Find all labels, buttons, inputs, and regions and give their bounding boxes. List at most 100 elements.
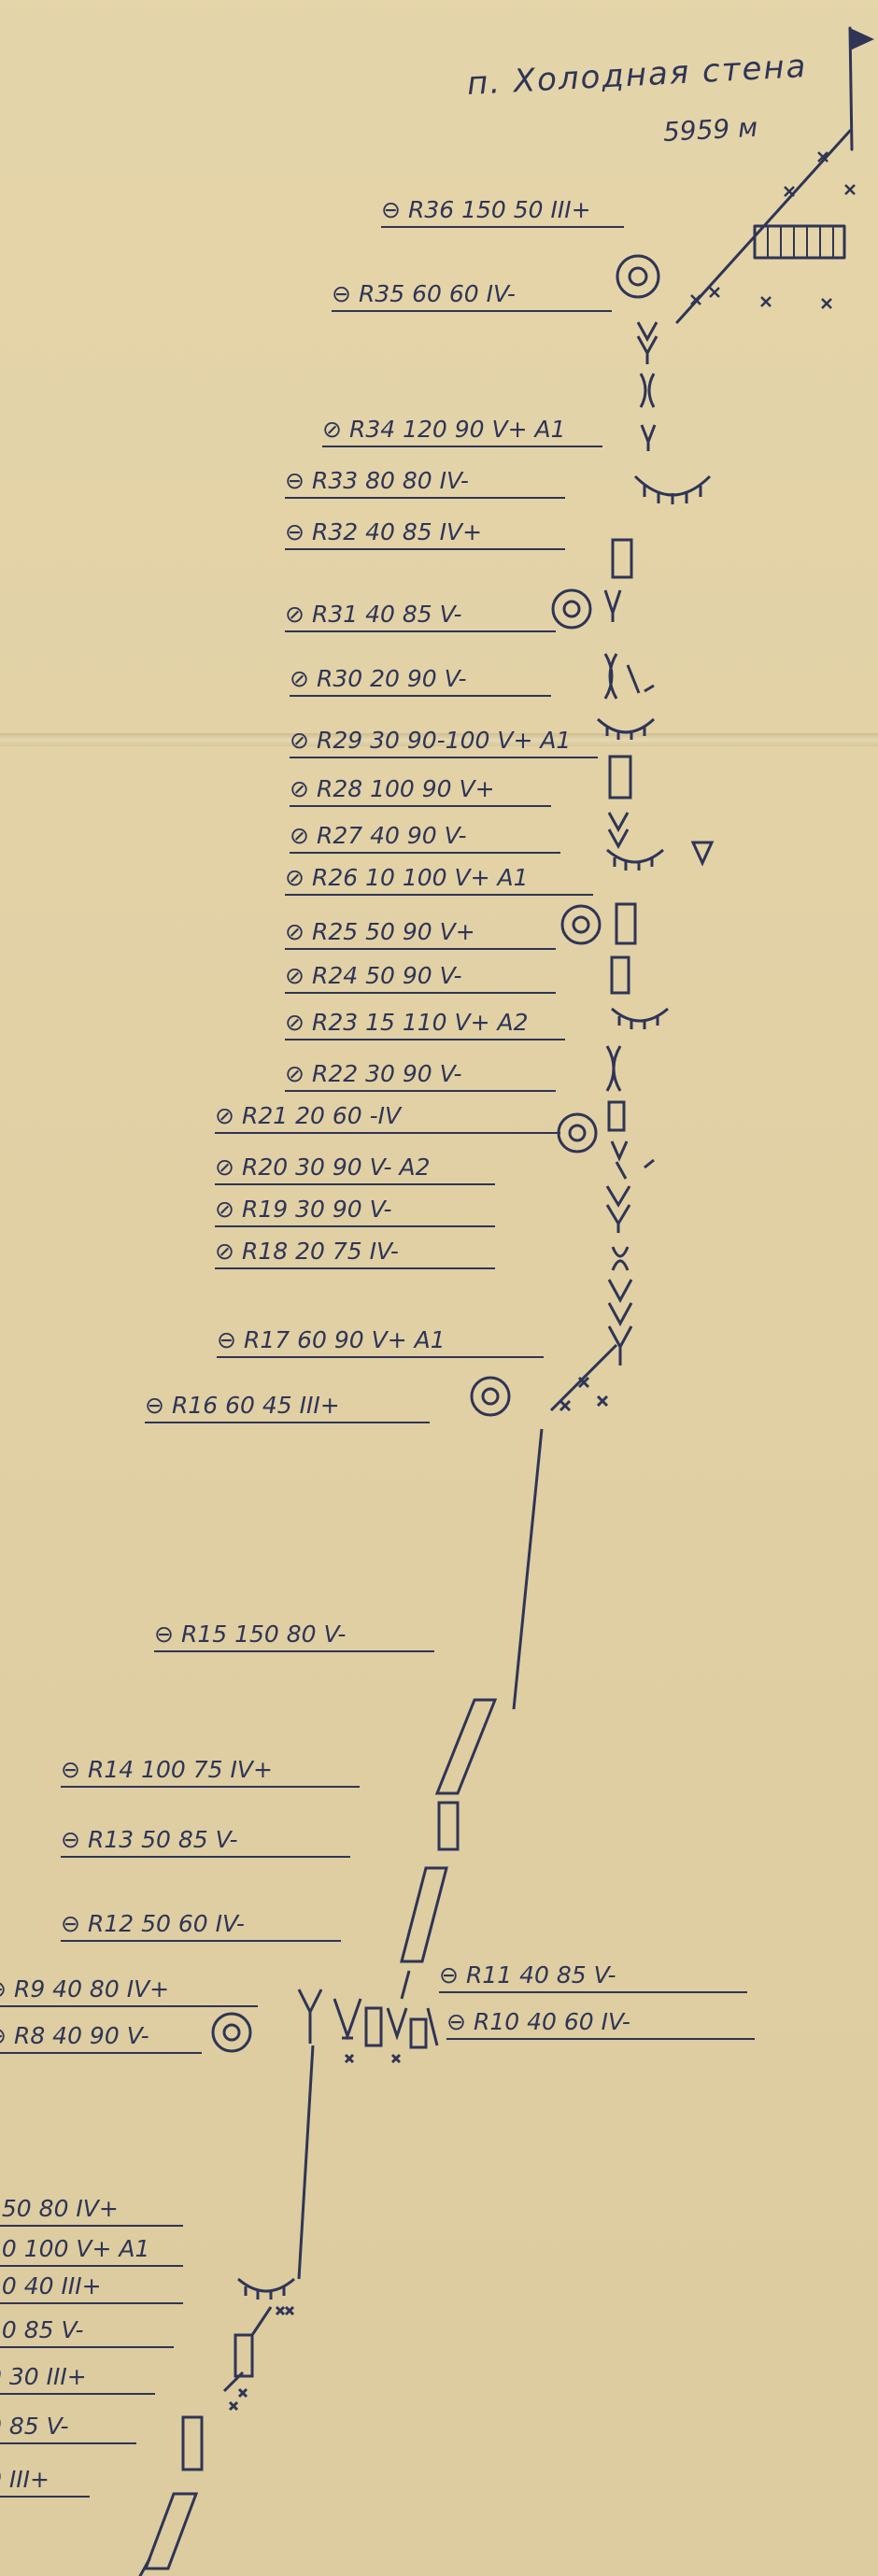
route-point-r11: ⊖R11 40 85 V- xyxy=(439,1961,747,1993)
circle-minus-icon: ⊖ xyxy=(217,1326,236,1353)
circle-slash-icon: ⊘ xyxy=(215,1102,234,1129)
route-point-label: 10 100 V+ A1 xyxy=(0,2235,150,2262)
circle-slash-icon: ⊘ xyxy=(215,1238,234,1265)
summit-cairn-icon xyxy=(753,224,846,260)
route-point-r25: ⊘ R25 50 90 V+ xyxy=(285,918,556,950)
route-point-r30: ⊘ R30 20 90 V- xyxy=(290,665,551,697)
route-point-r10: ⊖ R10 40 60 IV- xyxy=(446,2008,755,2040)
summit-altitude: 5959 м xyxy=(662,111,759,148)
upper-wall-features xyxy=(549,321,715,1412)
circle-minus-icon: ⊖ xyxy=(61,1756,80,1783)
route-point-label: R8 40 90 V- xyxy=(13,2022,149,2049)
route-point-label: R22 30 90 V- xyxy=(311,1060,462,1087)
route-point-label: 10 40 III+ xyxy=(0,2272,102,2300)
snow-marks xyxy=(690,151,856,309)
circle-minus-icon: ⊖ xyxy=(61,1826,80,1853)
belay-station-icons xyxy=(211,254,660,2053)
route-point-r26: ⊘R26 10 100 V+ A1 xyxy=(285,864,593,896)
route-point-r4: 40 85 V- xyxy=(0,2316,174,2348)
circle-slash-icon: ⊘ xyxy=(285,1060,304,1087)
route-point-label: R26 10 100 V+ A1 xyxy=(311,864,529,891)
circle-slash-icon: ⊘ xyxy=(290,775,309,802)
circle-slash-icon: ⊘ xyxy=(290,727,309,754)
route-point-label: R19 30 90 V- xyxy=(241,1196,392,1223)
route-point-r1: 0 III+ xyxy=(0,2466,90,2498)
route-point-label: R29 30 90-100 V+ A1 xyxy=(316,727,572,754)
route-point-r31: ⊘R31 40 85 V- xyxy=(285,601,556,632)
paper-fold xyxy=(0,733,878,746)
route-point-label: R30 20 90 V- xyxy=(316,665,467,692)
route-point-r9: ⊖R9 40 80 IV+ xyxy=(0,1975,258,2007)
route-point-label: R24 50 90 V- xyxy=(311,962,462,989)
route-point-r6: 10 100 V+ A1 xyxy=(0,2235,183,2267)
circle-minus-icon: ⊖ xyxy=(61,1910,80,1937)
route-point-label: 0 30 III+ xyxy=(0,2363,87,2390)
circle-slash-icon: ⊘ xyxy=(285,962,304,989)
route-point-r7: 150 80 IV+ xyxy=(0,2195,183,2227)
route-point-label: R10 40 60 IV- xyxy=(473,2008,630,2035)
route-point-r23: ⊘ R23 15 110 V+ A2 xyxy=(285,1009,565,1040)
route-point-label: R21 20 60 -IV xyxy=(241,1102,402,1129)
middle-route-line xyxy=(400,1428,544,2000)
route-point-r24: ⊘ R24 50 90 V- xyxy=(285,962,556,994)
circle-slash-icon: ⊘ xyxy=(285,918,304,945)
route-point-label: R23 15 110 V+ A2 xyxy=(311,1009,529,1036)
circle-slash-icon: ⊘ xyxy=(322,416,342,443)
route-point-r35: ⊖ R35 60 60 IV- xyxy=(332,280,612,312)
route-point-label: R18 20 75 IV- xyxy=(241,1238,399,1265)
summit-flag-icon xyxy=(848,26,874,151)
route-point-label: R14 100 75 IV+ xyxy=(87,1756,273,1783)
route-point-r13: ⊖ R13 50 85 V- xyxy=(61,1826,350,1858)
circle-minus-icon: ⊖ xyxy=(0,1975,7,2003)
route-point-r20: ⊘ R20 30 90 V- A2 xyxy=(215,1154,495,1185)
route-point-r5: 10 40 III+ xyxy=(0,2272,183,2304)
route-point-r3: 0 30 III+ xyxy=(0,2363,155,2395)
route-point-label: R33 80 80 IV- xyxy=(311,467,469,494)
route-point-label: R27 40 90 V- xyxy=(316,822,467,849)
circle-minus-icon: ⊖ xyxy=(332,280,351,307)
route-point-label: R13 50 85 V- xyxy=(87,1826,238,1853)
route-point-r19: ⊘ R19 30 90 V- xyxy=(215,1196,495,1227)
lower-wall-features xyxy=(143,1989,439,2570)
route-point-label: R35 60 60 IV- xyxy=(358,280,516,307)
route-point-label: R15 150 80 V- xyxy=(180,1621,347,1648)
route-point-r27: ⊘ R27 40 90 V- xyxy=(290,822,560,854)
route-point-label: R34 120 90 V+ A1 xyxy=(348,416,566,443)
route-point-r12: ⊖ R12 50 60 IV- xyxy=(61,1910,341,1942)
route-point-r29: ⊘ R29 30 90-100 V+ A1 xyxy=(290,727,598,758)
route-point-label: R28 100 90 V+ xyxy=(316,775,495,802)
route-point-label: 0 85 V- xyxy=(0,2413,69,2440)
circle-minus-icon: ⊖ xyxy=(154,1621,174,1648)
route-point-label: 40 85 V- xyxy=(0,2316,84,2343)
route-point-label: R32 40 85 IV+ xyxy=(311,518,483,545)
route-point-r22: ⊘ R22 30 90 V- xyxy=(285,1060,556,1092)
route-point-label: 150 80 IV+ xyxy=(0,2195,119,2222)
route-point-r21: ⊘ R21 20 60 -IV xyxy=(215,1102,560,1134)
route-point-r28: ⊘ R28 100 90 V+ xyxy=(290,775,551,807)
route-point-label: R25 50 90 V+ xyxy=(311,918,475,945)
circle-minus-icon: ⊖ xyxy=(285,518,304,545)
route-point-label: R11 40 85 V- xyxy=(465,1961,616,1989)
circle-slash-icon: ⊘ xyxy=(215,1154,234,1181)
route-point-r33: ⊖ R33 80 80 IV- xyxy=(285,467,565,499)
circle-minus-icon: ⊖ xyxy=(145,1392,164,1419)
route-point-label: R31 40 85 V- xyxy=(311,601,462,628)
route-point-label: R12 50 60 IV- xyxy=(87,1910,245,1937)
circle-minus-icon: ⊖ xyxy=(446,2008,466,2035)
route-point-r17: ⊖R17 60 90 V+ A1 xyxy=(217,1326,544,1358)
route-point-label: R20 30 90 V- A2 xyxy=(241,1154,431,1181)
circle-minus-icon: ⊖ xyxy=(285,467,304,494)
circle-slash-icon: ⊘ xyxy=(290,665,309,692)
route-point-r32: ⊖ R32 40 85 IV+ xyxy=(285,518,565,550)
route-point-r16: ⊖R16 60 45 III+ xyxy=(145,1392,430,1423)
circle-slash-icon: ⊘ xyxy=(285,1009,304,1036)
route-point-r8: ⊖R8 40 90 V- xyxy=(0,2022,202,2054)
route-point-r14: ⊖ R14 100 75 IV+ xyxy=(61,1756,360,1788)
circle-minus-icon: ⊖ xyxy=(0,2022,7,2049)
route-point-r36: ⊖R36 150 50 III+ xyxy=(381,196,624,228)
circle-slash-icon: ⊘ xyxy=(215,1196,234,1223)
lower-route-line xyxy=(138,2557,151,2576)
circle-slash-icon: ⊘ xyxy=(290,822,309,849)
